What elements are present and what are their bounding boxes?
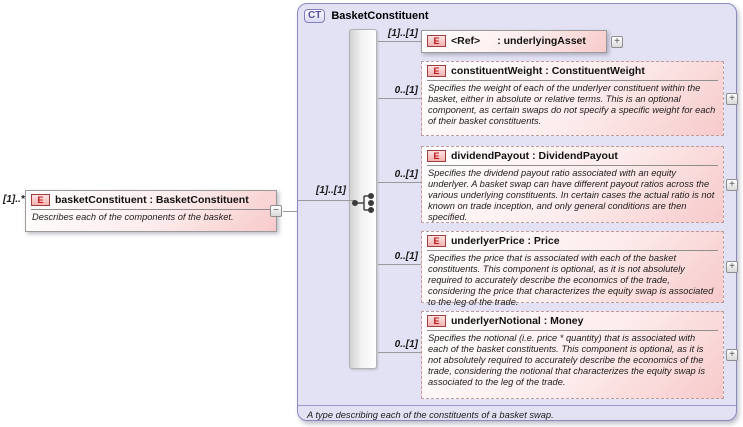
element-underlyerNotional[interactable]: E underlyerNotional : Money Specifies th… — [421, 311, 724, 399]
connector-line — [378, 41, 421, 42]
element-icon: E — [427, 35, 446, 47]
cardinality-label: [1]..[1] — [388, 28, 418, 39]
element-ref-label: <Ref> — [451, 35, 481, 47]
element-description: Specifies the notional (i.e. price * qua… — [428, 333, 706, 387]
sequence-cardinality-label: [1]..[1] — [316, 185, 346, 196]
element-underlyerPrice[interactable]: E underlyerPrice : Price Specifies the p… — [421, 231, 724, 307]
cardinality-label: 0..[1] — [394, 251, 418, 262]
expand-toggle[interactable]: + — [726, 179, 738, 191]
connector-line — [378, 264, 421, 265]
sequence-icon[interactable] — [351, 192, 379, 214]
element-icon: E — [427, 315, 446, 327]
expand-toggle[interactable]: + — [726, 349, 738, 361]
expand-toggle[interactable]: + — [611, 36, 623, 48]
expand-toggle[interactable]: + — [726, 93, 738, 105]
connector-line — [298, 200, 354, 201]
element-constituentWeight[interactable]: E constituentWeight : ConstituentWeight … — [421, 61, 724, 136]
connector-line — [378, 352, 421, 353]
divider — [427, 250, 718, 251]
connector-line — [378, 98, 421, 99]
element-icon: E — [427, 235, 446, 247]
connector-line — [283, 211, 297, 212]
element-name: constituentWeight : ConstituentWeight — [451, 65, 645, 77]
element-description: Specifies the dividend payout ratio asso… — [428, 168, 715, 222]
divider — [427, 165, 718, 166]
divider — [427, 330, 718, 331]
cardinality-label: 0..[1] — [394, 85, 418, 96]
element-name: underlyerNotional : Money — [451, 315, 584, 327]
element-icon: E — [427, 65, 446, 77]
element-icon: E — [31, 194, 50, 206]
complex-type-title: BasketConstituent — [331, 10, 429, 22]
expand-toggle[interactable]: + — [726, 261, 738, 273]
complex-type-icon: CT — [304, 9, 326, 23]
cardinality-label: 0..[1] — [394, 169, 418, 180]
collapse-toggle[interactable]: − — [270, 205, 282, 217]
element-basketConstituent[interactable]: E basketConstituent : BasketConstituent … — [25, 190, 277, 232]
element-name: : underlyingAsset — [497, 35, 586, 47]
divider — [31, 209, 271, 210]
element-name: dividendPayout : DividendPayout — [451, 150, 618, 162]
connector-line — [378, 182, 421, 183]
cardinality-label: 0..[1] — [394, 339, 418, 350]
element-underlyingAsset[interactable]: E <Ref> : underlyingAsset — [421, 30, 607, 53]
divider — [427, 80, 718, 81]
complex-type-BasketConstituent: CT BasketConstituent [1]..[1] [1]..[1 — [297, 3, 738, 421]
element-name: underlyerPrice : Price — [451, 235, 560, 247]
element-name: basketConstituent : BasketConstituent — [55, 194, 249, 206]
element-description: Describes each of the components of the … — [32, 212, 234, 222]
sequence-compositor-bar — [349, 29, 377, 369]
element-dividendPayout[interactable]: E dividendPayout : DividendPayout Specif… — [421, 146, 724, 223]
complex-type-header: CT BasketConstituent — [304, 9, 429, 23]
source-cardinality-label: [1]..* — [3, 194, 25, 205]
element-icon: E — [427, 150, 446, 162]
element-description: Specifies the price that is associated w… — [428, 253, 714, 307]
complex-type-annotation: A type describing each of the constituen… — [298, 405, 736, 420]
element-description: Specifies the weight of each of the unde… — [428, 83, 716, 126]
